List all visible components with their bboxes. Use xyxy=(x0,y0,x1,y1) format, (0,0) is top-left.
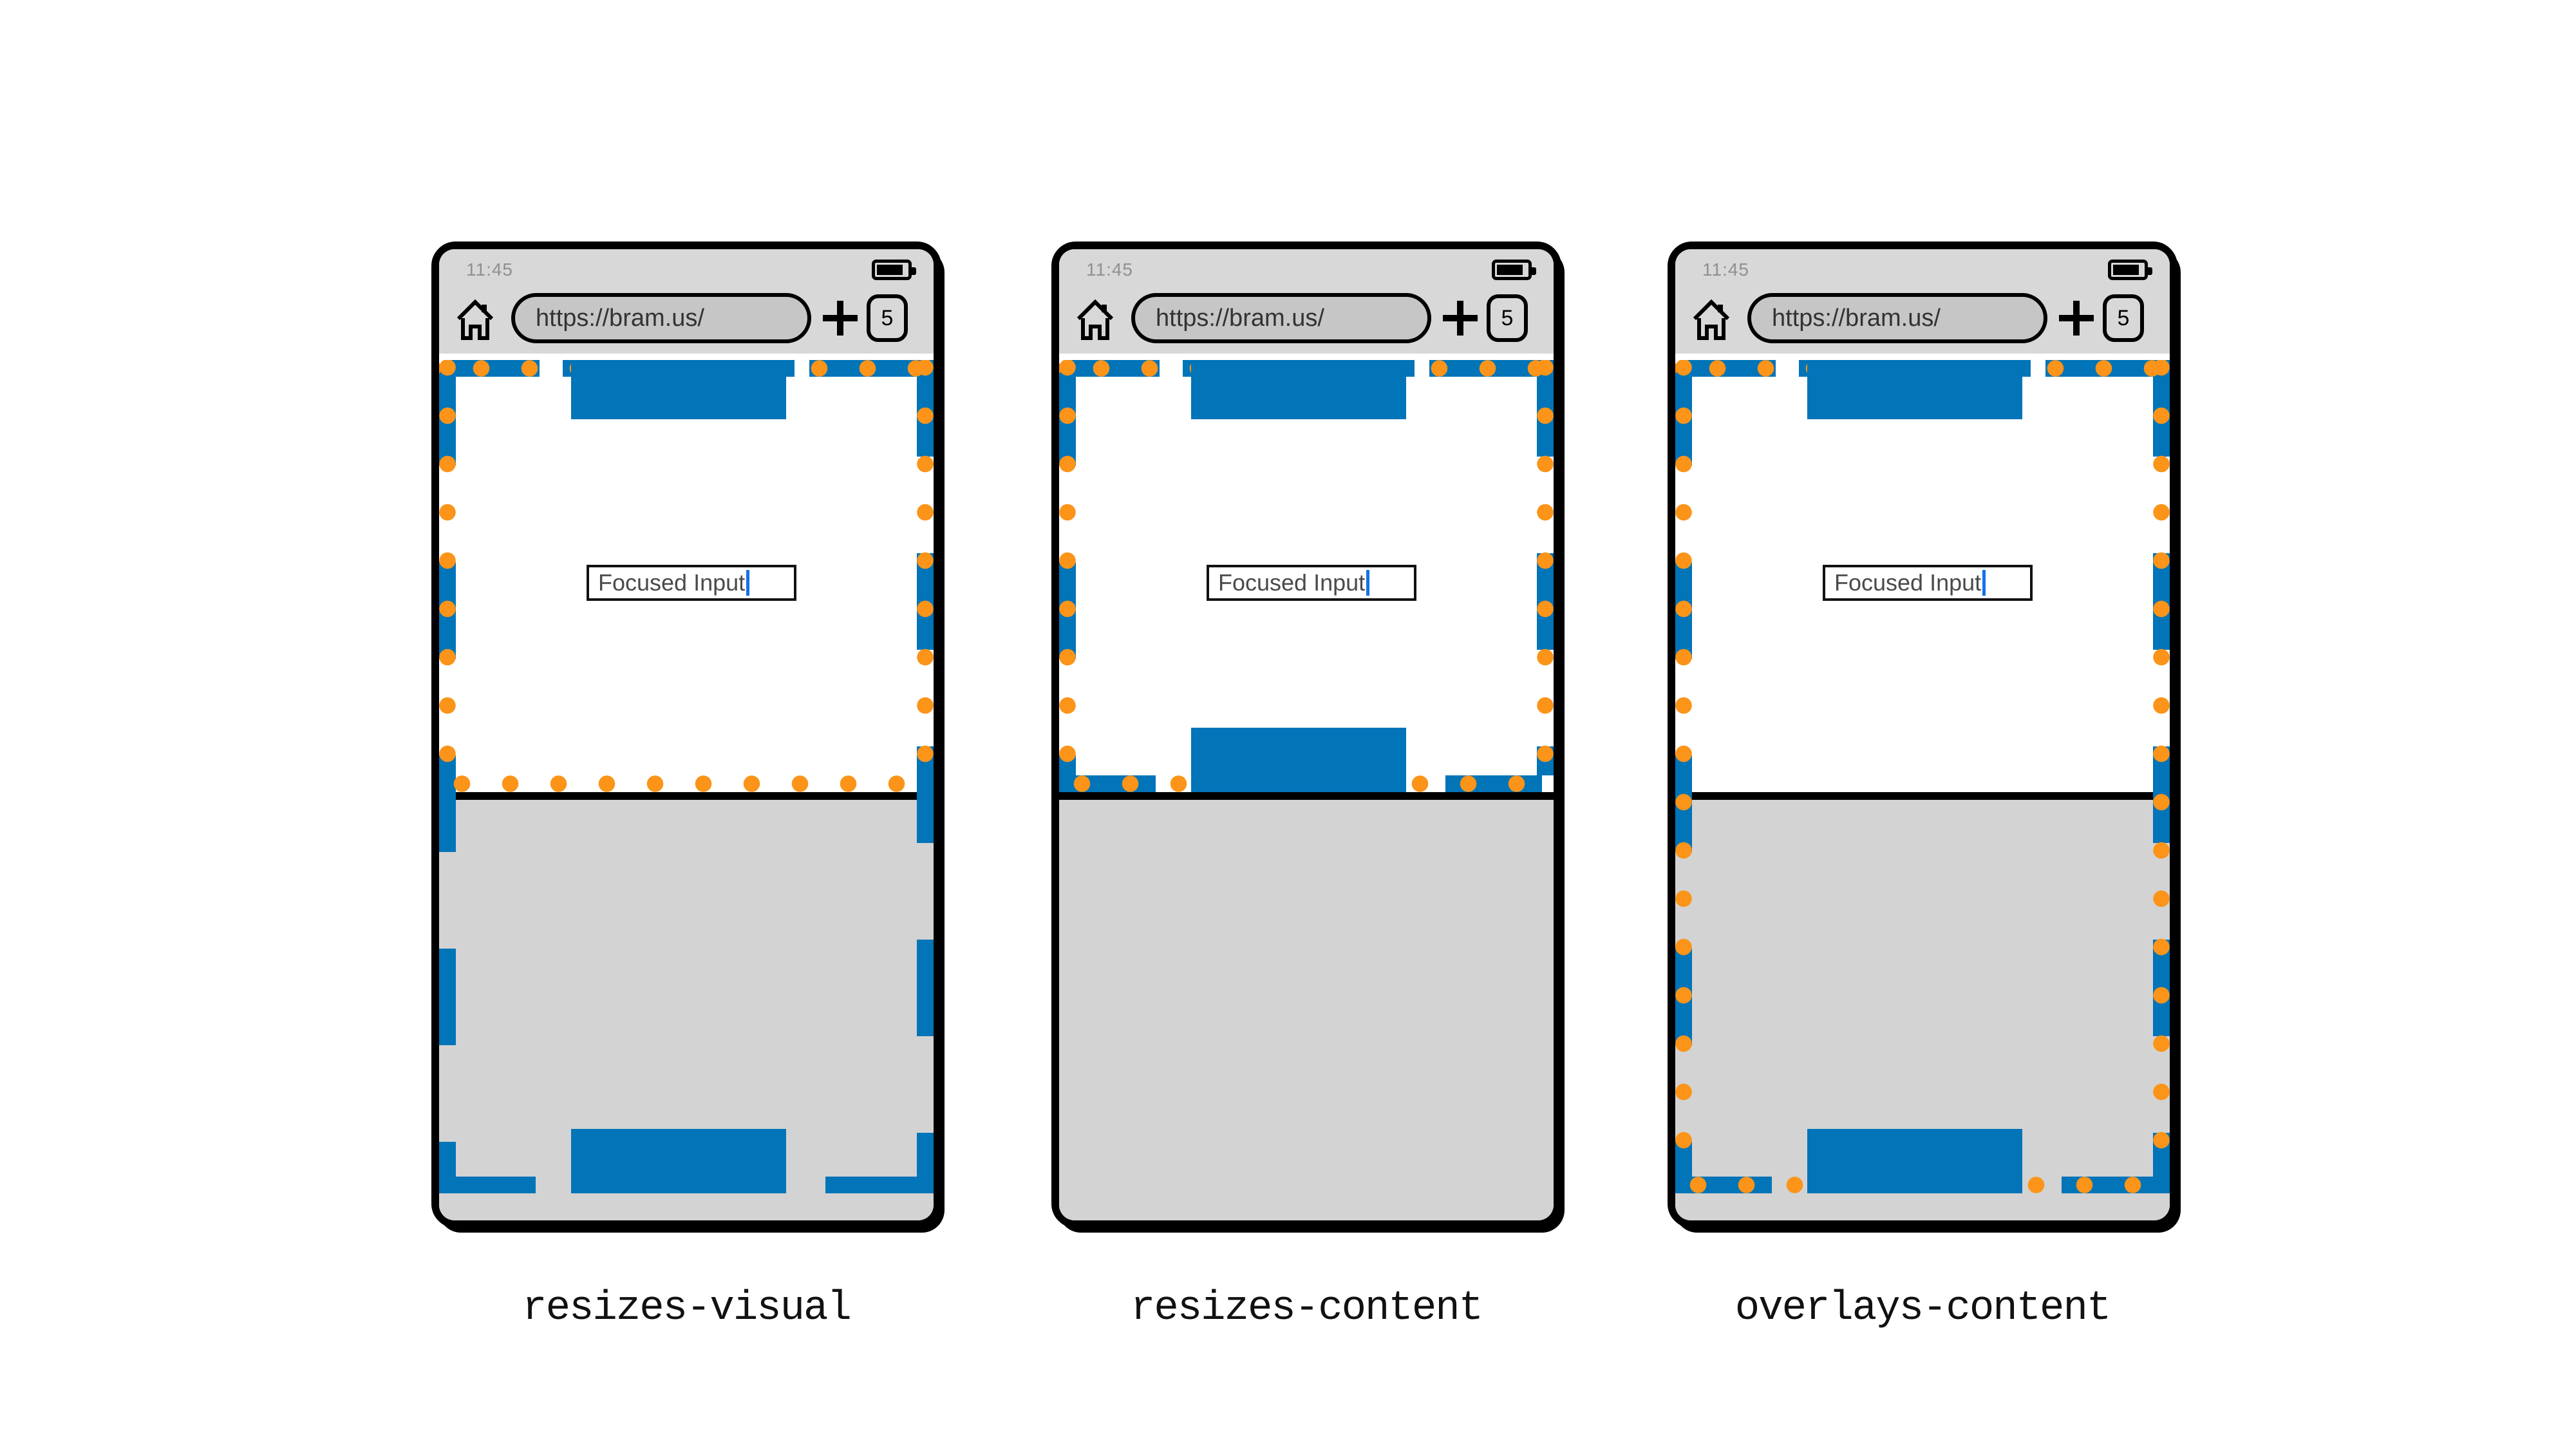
browser-chrome: 11:45 https://bram.us/ 5 xyxy=(1059,249,1554,354)
visual-viewport-dots-right xyxy=(2153,360,2170,1177)
focused-input-value: Focused Input xyxy=(598,569,746,596)
focused-input-value: Focused Input xyxy=(1834,569,1982,596)
battery-icon xyxy=(872,260,916,280)
url-bar[interactable]: https://bram.us/ xyxy=(1747,293,2047,343)
caption-overlays-content: overlays-content xyxy=(1735,1285,2112,1332)
new-tab-button[interactable] xyxy=(1443,301,1478,336)
home-button[interactable] xyxy=(1692,297,1731,342)
keyboard-top-edge xyxy=(1675,792,2170,800)
visual-viewport-dots-right xyxy=(1537,360,1554,775)
phone-screen: Focused Input 11:45 https://bram.us/ 5 xyxy=(1675,249,2170,1220)
virtual-keyboard[interactable] xyxy=(1059,800,1554,1220)
url-bar[interactable]: https://bram.us/ xyxy=(1131,293,1431,343)
tab-counter-button[interactable]: 5 xyxy=(2103,294,2144,342)
home-button[interactable] xyxy=(456,297,494,342)
fixed-header-block xyxy=(1807,360,2022,419)
fixed-header-block xyxy=(571,360,786,419)
url-text: https://bram.us/ xyxy=(1156,304,1324,332)
focused-input-value: Focused Input xyxy=(1218,569,1366,596)
text-caret xyxy=(1366,570,1370,596)
new-tab-button[interactable] xyxy=(2059,301,2094,336)
url-text: https://bram.us/ xyxy=(1772,304,1941,332)
battery-icon xyxy=(1492,260,1536,280)
status-time: 11:45 xyxy=(1086,260,1133,279)
keyboard-top-edge xyxy=(1059,792,1554,800)
text-caret xyxy=(746,570,750,596)
new-tab-button[interactable] xyxy=(823,301,858,336)
caption-resizes-visual: resizes-visual xyxy=(522,1285,852,1332)
fixed-header-block xyxy=(1191,360,1406,419)
tab-count: 5 xyxy=(881,305,894,330)
fixed-footer-block xyxy=(571,1129,786,1193)
url-bar[interactable]: https://bram.us/ xyxy=(511,293,811,343)
visual-viewport-dots-left xyxy=(1059,360,1076,775)
phone-resizes-visual: Focused Input 11:45 https://bram.us/ 5 xyxy=(431,242,941,1228)
fixed-footer-block xyxy=(1807,1129,2022,1193)
focused-input[interactable]: Focused Input xyxy=(587,565,796,601)
phone-resizes-content: Focused Input 11:45 https://bram.us/ 5 xyxy=(1051,242,1561,1228)
url-text: https://bram.us/ xyxy=(536,304,704,332)
caption-resizes-content: resizes-content xyxy=(1130,1285,1483,1332)
home-button[interactable] xyxy=(1076,297,1114,342)
visual-viewport-dots-right xyxy=(917,360,934,775)
text-caret xyxy=(1982,570,1986,596)
fixed-footer-block xyxy=(1191,728,1406,792)
phone-overlays-content: Focused Input 11:45 https://bram.us/ 5 xyxy=(1668,242,2177,1228)
visual-viewport-dots-left xyxy=(439,360,456,775)
tab-counter-button[interactable]: 5 xyxy=(867,294,908,342)
tab-count: 5 xyxy=(1501,305,1514,330)
keyboard-top-edge xyxy=(439,792,934,800)
status-time: 11:45 xyxy=(1702,260,1749,279)
tab-counter-button[interactable]: 5 xyxy=(1487,294,1528,342)
browser-chrome: 11:45 https://bram.us/ 5 xyxy=(439,249,934,354)
tab-count: 5 xyxy=(2117,305,2130,330)
status-time: 11:45 xyxy=(466,260,513,279)
visual-viewport-dots-bottom xyxy=(439,775,934,792)
phone-screen: Focused Input 11:45 https://bram.us/ 5 xyxy=(439,249,934,1220)
visual-viewport-dots-left xyxy=(1675,360,1692,1177)
focused-input[interactable]: Focused Input xyxy=(1207,565,1416,601)
focused-input[interactable]: Focused Input xyxy=(1823,565,2033,601)
phone-screen: Focused Input 11:45 https://bram.us/ 5 xyxy=(1059,249,1554,1220)
battery-icon xyxy=(2108,260,2152,280)
browser-chrome: 11:45 https://bram.us/ 5 xyxy=(1675,249,2170,354)
